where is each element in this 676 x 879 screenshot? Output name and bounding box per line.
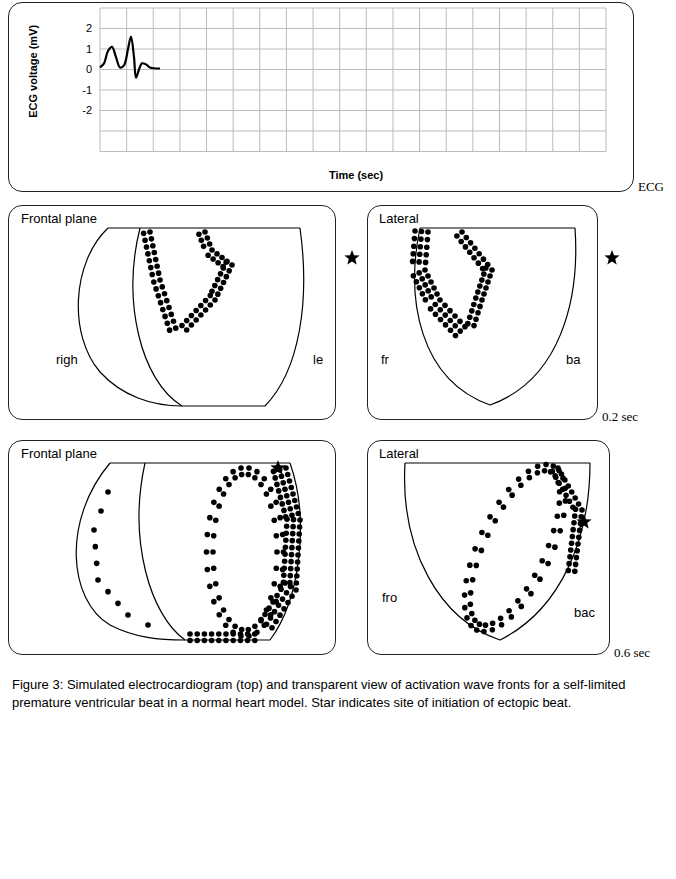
axis-tick: -1 [82, 84, 92, 97]
axis-tick: 0 [86, 63, 92, 76]
panel-tag: 0.2 sec [602, 410, 638, 425]
axis-tick: 1 [86, 43, 92, 56]
axis-tick: 2 [86, 22, 92, 35]
panel-box: Frontal plane righ le [8, 205, 336, 420]
panel-box: Lateral fr ba [367, 205, 598, 420]
panel-box: Lateral fro bac [367, 440, 610, 655]
panel-label: le [313, 353, 323, 368]
panel-label: Time (sec) [329, 169, 383, 182]
ecg-grid [100, 8, 606, 152]
panel-title: Lateral [379, 447, 419, 462]
panel-title: Lateral [379, 212, 419, 227]
panel-tag: ECG [638, 180, 664, 195]
panel-box: ECG voltage (mV) Time (sec) [8, 2, 634, 192]
panel-label: fro [382, 591, 397, 606]
panel-label: righ [56, 353, 78, 368]
ecg-trace [100, 37, 160, 78]
panel-title: Frontal plane [21, 212, 97, 227]
panel-tag: 0.6 sec [614, 646, 650, 661]
panel-title: Frontal plane [21, 447, 97, 462]
axis-tick: -2 [82, 104, 92, 117]
panel-label: fr [381, 353, 389, 368]
heart-outline [76, 228, 590, 640]
panel-label: ba [566, 353, 580, 368]
figure-caption: Figure 3: Simulated electrocardiogram (t… [12, 676, 660, 711]
initiation-star [270, 250, 619, 529]
panel-title: ECG voltage (mV) [27, 25, 40, 118]
panel-box: Frontal plane [8, 440, 336, 655]
wavefront-dots [91, 228, 585, 643]
panel-label: bac [574, 606, 595, 621]
